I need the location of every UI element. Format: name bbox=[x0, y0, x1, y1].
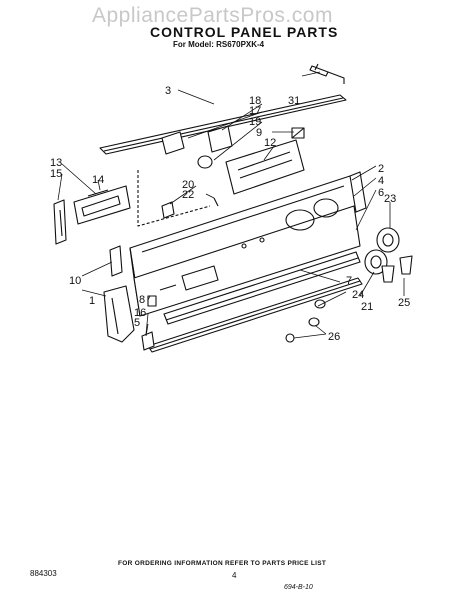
part-31-bracket bbox=[309, 63, 345, 84]
callout-8: 8 bbox=[139, 294, 145, 306]
callout-15: 15 bbox=[50, 168, 62, 180]
page-number: 4 bbox=[232, 571, 237, 580]
part-5-bottom-trim bbox=[147, 277, 363, 353]
callout-31: 31 bbox=[288, 95, 300, 107]
callout-12: 12 bbox=[264, 137, 276, 149]
callout-4: 4 bbox=[378, 175, 384, 187]
callout-14: 14 bbox=[92, 174, 104, 186]
callout-22: 22 bbox=[182, 189, 194, 201]
part-16-end-piece bbox=[141, 331, 155, 351]
callout-6: 6 bbox=[378, 187, 384, 199]
date-code: 694-B-10 bbox=[284, 584, 313, 591]
watermark: AppliancePartsPros.com bbox=[92, 4, 333, 27]
page-title: CONTROL PANEL PARTS bbox=[150, 24, 339, 40]
callout-24: 24 bbox=[352, 289, 364, 301]
callout-9: 9 bbox=[256, 127, 262, 139]
callout-18: 18 bbox=[249, 95, 261, 107]
part-9-switch bbox=[291, 127, 305, 139]
callout-5: 5 bbox=[134, 317, 140, 329]
part-10-bracket bbox=[109, 245, 123, 277]
ordering-note: FOR ORDERING INFORMATION REFER TO PARTS … bbox=[118, 560, 327, 567]
callout-1: 1 bbox=[89, 295, 95, 307]
part-18-housing bbox=[161, 125, 233, 169]
part-13-bracket bbox=[53, 199, 67, 245]
callout-labels: 1 2 3 4 5 6 7 8 9 10 12 13 14 15 16 17 1… bbox=[50, 85, 410, 343]
callout-13: 13 bbox=[50, 157, 62, 169]
callout-26: 26 bbox=[328, 331, 340, 343]
callout-23: 23 bbox=[384, 193, 396, 205]
callout-3: 3 bbox=[165, 85, 171, 97]
model-label: For Model: RS670PXK-4 bbox=[173, 40, 265, 49]
callout-19: 19 bbox=[249, 116, 261, 128]
part-1-end-cap bbox=[103, 285, 135, 343]
part-2-control-panel bbox=[129, 171, 367, 317]
callout-16: 16 bbox=[134, 307, 146, 319]
callout-17: 17 bbox=[249, 105, 261, 117]
callout-7: 7 bbox=[346, 275, 352, 287]
callout-25: 25 bbox=[398, 297, 410, 309]
document-number: 884303 bbox=[30, 569, 57, 578]
callout-10: 10 bbox=[69, 275, 81, 287]
part-8-cap bbox=[147, 295, 157, 307]
part-20-clip bbox=[161, 197, 219, 219]
part-7-panel-strip bbox=[163, 251, 361, 325]
callout-20: 20 bbox=[182, 179, 194, 191]
callout-2: 2 bbox=[378, 163, 384, 175]
part-23-knob bbox=[364, 227, 413, 283]
part-14-timer bbox=[73, 185, 131, 225]
callout-21: 21 bbox=[361, 301, 373, 313]
